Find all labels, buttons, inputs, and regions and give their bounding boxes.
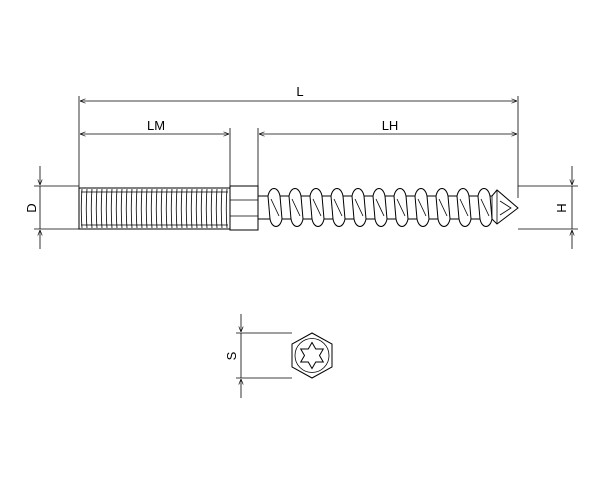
- thread-shading: [396, 198, 406, 217]
- thread-shading: [354, 198, 364, 217]
- dimension-S: S: [224, 314, 241, 398]
- label-S: S: [224, 351, 239, 360]
- dimension-H: H: [554, 166, 572, 249]
- star-drive-icon: [299, 341, 325, 370]
- thread-shading: [417, 198, 427, 217]
- dimension-D: D: [24, 166, 40, 249]
- dimension-L: L: [80, 84, 517, 101]
- dimension-LH: LH: [259, 118, 517, 134]
- label-LM: LM: [147, 118, 165, 133]
- label-D: D: [24, 203, 39, 212]
- thread-shading: [312, 198, 322, 217]
- metric-thread: [78, 187, 231, 230]
- wood-thread: [257, 188, 519, 227]
- thread-shading: [291, 198, 301, 217]
- thread-shading: [270, 198, 280, 217]
- label-H: H: [554, 203, 569, 212]
- thread-shading: [438, 198, 448, 217]
- thread-shading: [333, 198, 343, 217]
- end-view: [291, 332, 333, 379]
- thread-shading: [459, 198, 469, 217]
- thread-shading: [375, 198, 385, 217]
- thread-shading: [480, 198, 490, 217]
- label-LH: LH: [382, 118, 399, 133]
- extension-lines: [34, 96, 578, 379]
- dimension-LM: LM: [80, 118, 229, 134]
- label-L: L: [296, 84, 303, 99]
- hex-collar: [229, 185, 259, 231]
